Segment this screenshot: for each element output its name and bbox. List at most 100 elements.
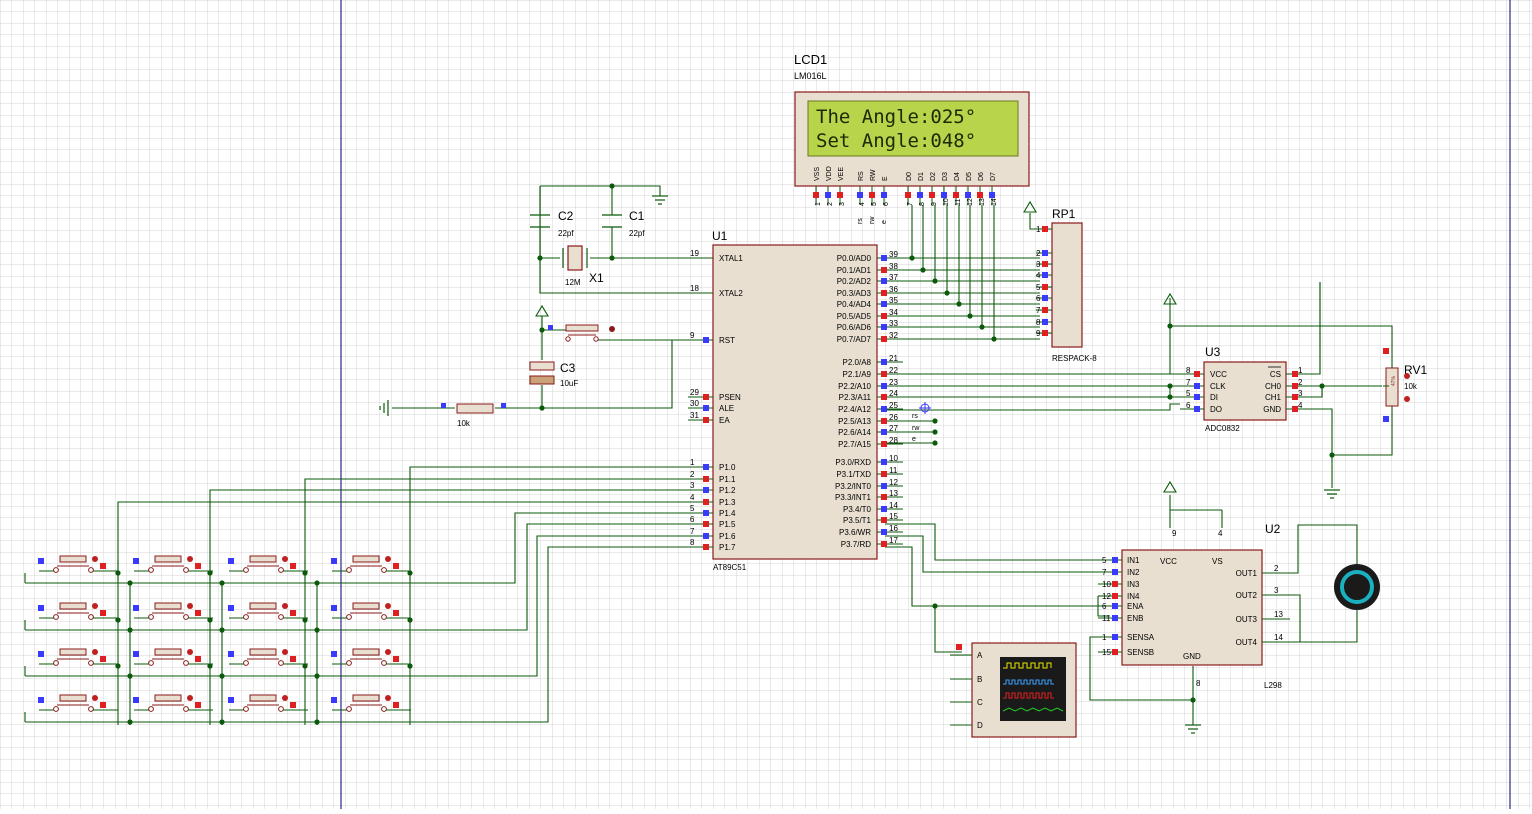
lcd-pin-marker <box>929 192 935 198</box>
keypad-button[interactable] <box>38 602 118 620</box>
lcd-pin-marker <box>941 192 947 198</box>
lcd-pin-number: 2 <box>827 202 834 206</box>
lcd-pin-marker <box>965 192 971 198</box>
rp1-pin-number: 5 <box>1036 283 1041 292</box>
adc-pin-marker <box>1292 383 1298 389</box>
lcd-pin-marker <box>905 192 911 198</box>
keypad-button[interactable] <box>228 648 308 666</box>
mcu-pin-marker <box>881 301 887 307</box>
adc-pin-number: 1 <box>1298 366 1303 375</box>
ground-icon <box>379 400 389 416</box>
mcu-pin-number: 12 <box>889 478 898 487</box>
keypad-button[interactable] <box>38 694 118 712</box>
lcd-pin-marker <box>857 192 863 198</box>
scope-channel-label: B <box>977 675 982 684</box>
keypad-button[interactable] <box>331 694 411 712</box>
lcd-module[interactable]: LCD1 LM016L The Angle:025° Set Angle:048… <box>794 52 1030 224</box>
c3-value: 10uF <box>560 379 578 388</box>
keypad-button[interactable] <box>38 555 118 573</box>
keypad-4x4[interactable] <box>38 555 411 712</box>
keypad-button[interactable] <box>331 555 411 573</box>
crystal-network[interactable]: C2 22pf C1 22pf 12M X1 <box>530 195 668 287</box>
mcu-pin-name: P3.6/WR <box>839 528 871 537</box>
lcd-pin-marker <box>837 192 843 198</box>
lcd-pin-marker <box>989 192 995 198</box>
mcu-pin-number: 2 <box>690 470 695 479</box>
driver-pin-name: ENB <box>1127 614 1143 623</box>
lcd-pin-name: D4 <box>954 172 961 181</box>
driver-pin-number: 13 <box>1274 610 1283 619</box>
keypad-button[interactable] <box>331 648 411 666</box>
reset-network[interactable]: C3 10uF 10k <box>379 304 615 428</box>
keypad-button[interactable] <box>331 602 411 620</box>
mcu-pin-number: 35 <box>889 296 898 305</box>
lcd-net-e: e <box>881 220 888 224</box>
keypad-button[interactable] <box>133 602 213 620</box>
lcd-pin-number: 5 <box>871 202 878 206</box>
lcd-pin-number: 12 <box>967 198 974 206</box>
mcu-pin-name: P0.4/AD4 <box>837 300 872 309</box>
mcu-pin-number: 28 <box>889 436 898 445</box>
driver-vcc-label: VCC <box>1160 557 1177 566</box>
mcu-pin-name: P2.4/A12 <box>838 405 871 414</box>
keypad-button[interactable] <box>133 694 213 712</box>
mcu-pin-number: 1 <box>690 458 695 467</box>
keypad-button[interactable] <box>228 555 308 573</box>
keypad-button[interactable] <box>228 602 308 620</box>
rp1-pin-number: 7 <box>1036 306 1041 315</box>
lcd-pin-number: 6 <box>883 202 890 206</box>
mcu-u1[interactable]: U1 AT89C51 19XTAL118XTAL29RST29PSEN30ALE… <box>688 229 931 572</box>
mcu-pin-number: 16 <box>889 524 898 533</box>
mcu-pin-name: P1.1 <box>719 475 736 484</box>
mcu-pin-name: P3.0/RXD <box>835 458 871 467</box>
driver-pin-number: 14 <box>1274 633 1283 642</box>
keypad-button[interactable] <box>133 648 213 666</box>
adc-pin-name: CH1 <box>1265 393 1282 402</box>
rp1-pin-marker <box>1042 307 1048 313</box>
keypad-button[interactable] <box>228 694 308 712</box>
power-arrow-icon <box>535 304 549 330</box>
lcd-pin-number: 1 <box>815 202 822 206</box>
keypad-button[interactable] <box>133 555 213 573</box>
dc-motor-icon[interactable] <box>1334 564 1380 610</box>
ground-icon <box>652 195 668 205</box>
reset-button[interactable] <box>548 324 615 342</box>
mcu-pin-name: XTAL1 <box>719 254 743 263</box>
lcd-pin-name: VDD <box>826 166 833 181</box>
keypad-button[interactable] <box>38 648 118 666</box>
mcu-pin-name: P3.3/INT1 <box>835 493 872 502</box>
driver-vs-label: VS <box>1212 557 1223 566</box>
potentiometer-rv1[interactable]: RV1 10k 47% <box>1383 348 1427 422</box>
mcu-pin-number: 22 <box>889 366 898 375</box>
mcu-pin-name: P2.3/A11 <box>839 393 872 402</box>
mcu-pin-number: 25 <box>889 401 898 410</box>
lcd-pin-name: E <box>882 176 889 181</box>
lcd-pin-number: 14 <box>991 198 998 206</box>
driver-pin-name: OUT3 <box>1236 615 1258 624</box>
driver-model: L298 <box>1264 681 1282 690</box>
lcd-pin-number: 13 <box>979 198 986 206</box>
mcu-pin-number: 33 <box>889 319 898 328</box>
mcu-pin-name: XTAL2 <box>719 289 743 298</box>
driver-pin-number: 3 <box>1274 586 1279 595</box>
lcd-net-rs: rs <box>857 218 864 224</box>
rp1-pin-number: 6 <box>1036 294 1041 303</box>
rp1-pin-marker <box>1042 319 1048 325</box>
rp1-pin-marker <box>1042 250 1048 256</box>
mcu-pin-name: P3.2/INT0 <box>835 482 872 491</box>
rp1-body <box>1051 222 1083 348</box>
driver-pin-name: OUT2 <box>1236 591 1258 600</box>
scope-screen <box>1000 657 1066 721</box>
mcu-pin-marker <box>881 394 887 400</box>
driver-pin-name: OUT1 <box>1236 569 1258 578</box>
x1-value: 12M <box>565 278 581 287</box>
lcd-pin-marker <box>813 192 819 198</box>
mcu-pin-name: P1.2 <box>719 486 736 495</box>
